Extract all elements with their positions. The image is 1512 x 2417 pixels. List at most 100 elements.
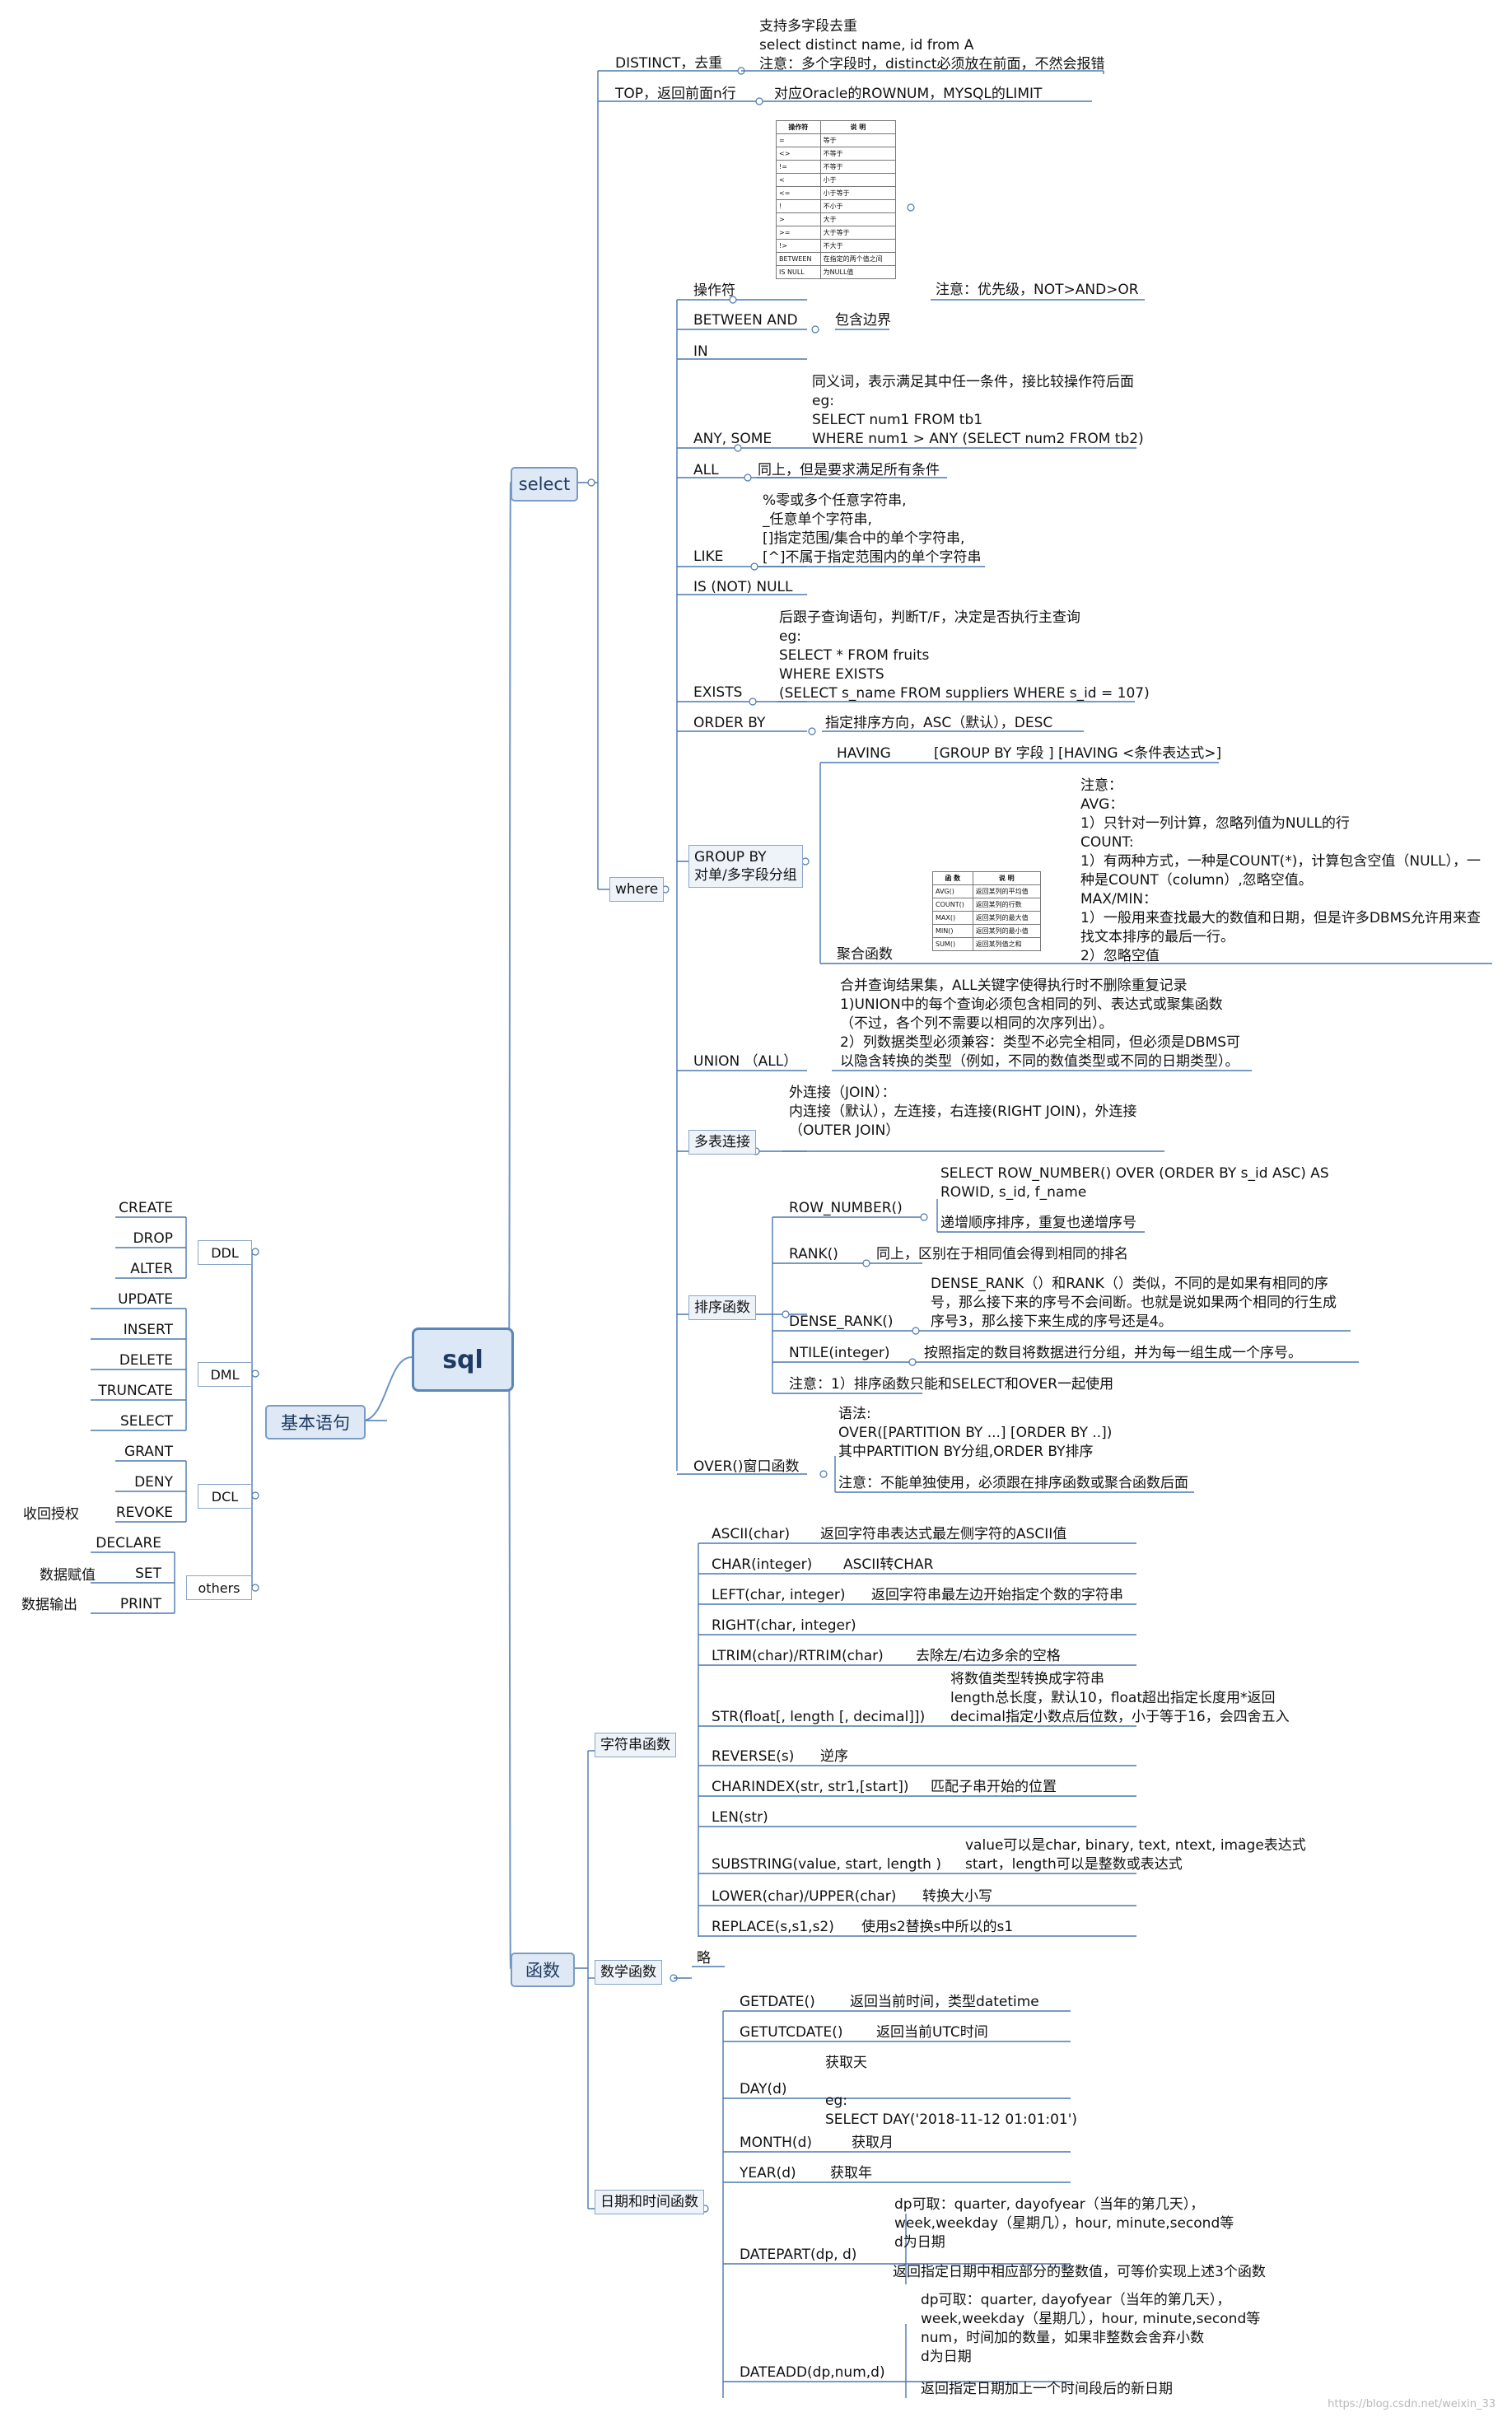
basic-item-set[interactable]: SET <box>135 1565 161 1582</box>
branch-basic[interactable]: 基本语句 <box>265 1405 366 1439</box>
basic-item-create[interactable]: CREATE <box>119 1200 173 1216</box>
having-label[interactable]: HAVING <box>837 745 891 762</box>
table-cell: 返回某列的最大值 <box>972 911 1042 925</box>
branch-curve <box>362 1356 413 1421</box>
basic-item-delete[interactable]: DELETE <box>119 1352 173 1369</box>
aggregate-label[interactable]: 聚合函数 <box>837 946 893 963</box>
branch-select[interactable]: select <box>511 467 578 502</box>
basic-item-revoke[interactable]: REVOKE <box>115 1505 173 1521</box>
collapse-dot[interactable] <box>907 203 915 212</box>
string-funcs-node[interactable]: 字符串函数 <box>595 1733 676 1757</box>
others-node[interactable]: others <box>186 1575 252 1600</box>
table-cell: BETWEEN <box>776 252 821 266</box>
ranking-node[interactable]: 排序函数 <box>688 1295 756 1320</box>
ddl-node[interactable]: DDL <box>198 1240 252 1265</box>
join-node[interactable]: 多表连接 <box>688 1130 756 1155</box>
any-label[interactable]: ANY, SOME <box>693 431 772 447</box>
date-func-name[interactable]: GETUTCDATE() <box>740 2024 843 2041</box>
collapse-dot[interactable] <box>251 1584 259 1592</box>
basic-item-print[interactable]: PRINT <box>119 1596 161 1612</box>
collapse-dot[interactable] <box>862 1259 870 1267</box>
table-cell: 返回某列的平均值 <box>972 884 1042 898</box>
distinct-label[interactable]: DISTINCT，去重 <box>615 55 723 72</box>
collapse-dot[interactable] <box>729 296 737 304</box>
basic-item-alter[interactable]: ALTER <box>130 1261 173 1277</box>
string-func-name[interactable]: CHARINDEX(str, str1,[start]) <box>712 1779 909 1795</box>
collapse-dot[interactable] <box>744 474 752 482</box>
basic-item-insert[interactable]: INSERT <box>123 1322 173 1338</box>
collapse-dot[interactable] <box>782 1310 790 1318</box>
collapse-dot[interactable] <box>749 698 757 706</box>
root-node[interactable]: sql <box>412 1327 514 1392</box>
basic-item-update[interactable]: UPDATE <box>118 1291 173 1308</box>
collapse-dot[interactable] <box>251 1248 259 1256</box>
all-label[interactable]: ALL <box>693 462 719 478</box>
string-func-name[interactable]: REVERSE(s) <box>712 1748 795 1765</box>
string-func-note: value可以是char, binary, text, ntext, image… <box>965 1837 1306 1873</box>
collapse-dot[interactable] <box>251 1369 259 1378</box>
collapse-dot[interactable] <box>819 1470 828 1478</box>
collapse-dot[interactable] <box>908 1358 917 1366</box>
string-func-note: 匹配子串开始的位置 <box>931 1779 1057 1795</box>
basic-item-select[interactable]: SELECT <box>120 1413 173 1430</box>
math-funcs-node[interactable]: 数学函数 <box>595 1960 662 1985</box>
operator-label[interactable]: 操作符 <box>693 282 735 299</box>
top-label[interactable]: TOP，返回前面n行 <box>615 86 736 102</box>
date-func-note: 获取年 <box>830 2165 872 2181</box>
string-func-name[interactable]: REPLACE(s,s1,s2) <box>712 1919 834 1935</box>
rownumber-label[interactable]: ROW_NUMBER() <box>789 1200 903 1216</box>
orderby-label[interactable]: ORDER BY <box>693 715 766 731</box>
dml-node[interactable]: DML <box>198 1362 252 1387</box>
string-func-name[interactable]: RIGHT(char, integer) <box>712 1617 856 1634</box>
collapse-dot[interactable] <box>920 1213 928 1221</box>
collapse-dot[interactable] <box>587 478 595 487</box>
string-func-name[interactable]: LOWER(char)/UPPER(char) <box>712 1888 897 1905</box>
string-func-name[interactable]: SUBSTRING(value, start, length ) <box>712 1856 941 1873</box>
denserank-label[interactable]: DENSE_RANK() <box>789 1313 894 1330</box>
exists-label[interactable]: EXISTS <box>693 684 743 701</box>
date-func-name[interactable]: DATEPART(dp, d) <box>740 2247 857 2263</box>
string-func-name[interactable]: ASCII(char) <box>712 1526 791 1542</box>
collapse-dot[interactable] <box>811 325 819 334</box>
collapse-dot[interactable] <box>801 857 810 866</box>
collapse-dot[interactable] <box>734 444 742 452</box>
union-label[interactable]: UNION （ALL） <box>693 1053 798 1070</box>
basic-item-drop[interactable]: DROP <box>133 1230 173 1247</box>
basic-item-grant[interactable]: GRANT <box>124 1444 173 1460</box>
string-func-name[interactable]: STR(float[, length [, decimal]]) <box>712 1709 926 1725</box>
string-func-name[interactable]: LEN(str) <box>712 1809 768 1826</box>
table-row: =等于 <box>776 133 897 147</box>
where-node[interactable]: where <box>609 877 665 902</box>
ntile-label[interactable]: NTILE(integer) <box>789 1345 890 1361</box>
date-func-name[interactable]: DATEADD(dp,num,d) <box>740 2364 885 2381</box>
collapse-dot[interactable] <box>808 727 816 735</box>
rank-label[interactable]: RANK() <box>789 1246 838 1262</box>
basic-item-deny[interactable]: DENY <box>134 1474 173 1491</box>
string-func-name[interactable]: LEFT(char, integer) <box>712 1587 846 1603</box>
date-func-name[interactable]: MONTH(d) <box>740 2135 812 2151</box>
string-func-name[interactable]: CHAR(integer) <box>712 1556 813 1573</box>
isnull-label[interactable]: IS (NOT) NULL <box>693 579 793 595</box>
date-func-name[interactable]: DAY(d) <box>740 2081 787 2097</box>
string-func-name[interactable]: LTRIM(char)/RTRIM(char) <box>712 1648 884 1664</box>
date-func-name[interactable]: GETDATE() <box>740 1994 815 2010</box>
basic-item-declare[interactable]: DECLARE <box>96 1535 161 1551</box>
like-label[interactable]: LIKE <box>693 548 724 565</box>
date-func-name[interactable]: YEAR(d) <box>740 2165 796 2181</box>
dcl-node[interactable]: DCL <box>198 1484 252 1509</box>
collapse-dot[interactable] <box>912 1327 920 1335</box>
table-cell: < <box>776 173 821 187</box>
top-notes: 对应Oracle的ROWNUM，MYSQL的LIMIT <box>774 86 1043 102</box>
date-funcs-node[interactable]: 日期和时间函数 <box>595 2190 704 2214</box>
string-func-note: 使用s2替换s中所以的s1 <box>861 1919 1014 1935</box>
collapse-dot[interactable] <box>750 562 758 571</box>
collapse-dot[interactable] <box>755 97 763 105</box>
groupby-node[interactable]: GROUP BY 对单/多字段分组 <box>688 845 803 888</box>
collapse-dot[interactable] <box>251 1491 259 1500</box>
over-label[interactable]: OVER()窗口函数 <box>693 1458 800 1475</box>
between-label[interactable]: BETWEEN AND <box>693 312 798 329</box>
branch-functions[interactable]: 函数 <box>511 1953 575 1987</box>
in-label[interactable]: IN <box>693 343 708 360</box>
basic-item-truncate[interactable]: TRUNCATE <box>98 1383 173 1399</box>
